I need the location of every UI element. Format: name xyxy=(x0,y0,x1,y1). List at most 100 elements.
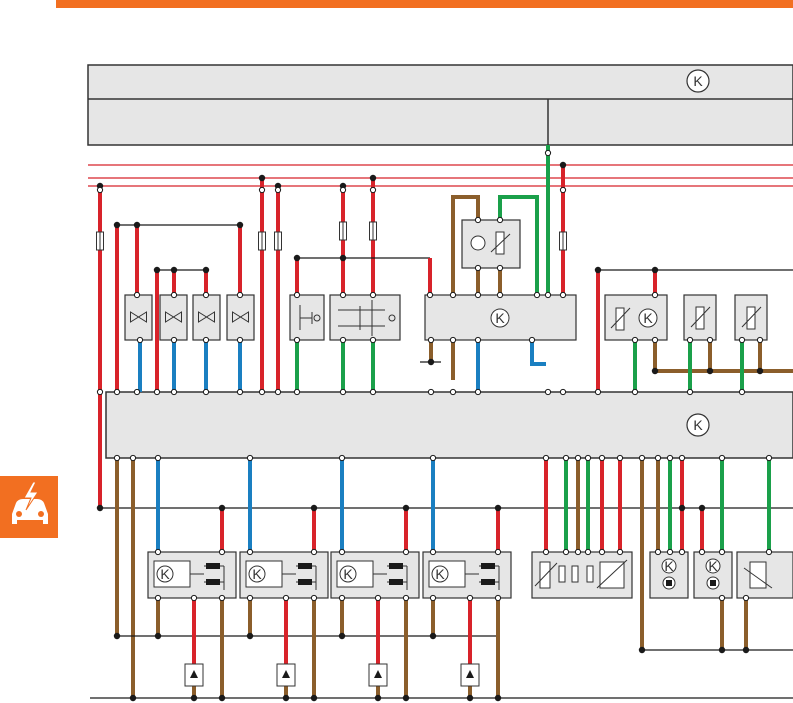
blue-wire xyxy=(530,340,546,366)
connector-pin xyxy=(429,454,437,462)
junction-dot xyxy=(133,221,141,229)
connector-pin xyxy=(544,291,552,299)
control-unit-symbol xyxy=(156,565,174,583)
relay-coil xyxy=(206,563,220,569)
control-unit-letter: K xyxy=(435,566,445,582)
switch-contact xyxy=(388,314,396,322)
switch-contact xyxy=(313,314,321,322)
connector-pin xyxy=(651,291,659,299)
control-unit-letter: K xyxy=(343,566,353,582)
connector-pin xyxy=(559,291,567,299)
control-unit-symbol xyxy=(686,413,710,437)
control-unit-letter: K xyxy=(252,566,262,582)
junction-dot xyxy=(678,504,686,512)
junction-dot xyxy=(129,694,137,702)
connector-pin xyxy=(594,388,602,396)
connector-pin xyxy=(154,454,162,462)
connector-pin xyxy=(293,336,301,344)
central-control-unit: K xyxy=(105,391,793,459)
junction-dot xyxy=(466,694,474,702)
connector-pin xyxy=(402,548,410,556)
connector-pin xyxy=(474,388,482,396)
relay-coil xyxy=(389,563,403,569)
connector-pin xyxy=(258,388,266,396)
connector-pin xyxy=(494,594,502,602)
connector-pin xyxy=(718,548,726,556)
connector-pin xyxy=(426,291,434,299)
junction-dot xyxy=(236,221,244,229)
connector-pin xyxy=(542,548,550,556)
junction-dot xyxy=(651,367,659,375)
connector-pin xyxy=(402,594,410,602)
connector-pin xyxy=(153,388,161,396)
combination-switch xyxy=(329,294,401,341)
connector-pin xyxy=(616,548,624,556)
junction-dot xyxy=(218,504,226,512)
junction-dot xyxy=(190,694,198,702)
sensor-arrow xyxy=(690,306,711,328)
junction-dot xyxy=(594,266,602,274)
connector-pin xyxy=(96,388,104,396)
sensor-arrow xyxy=(596,559,628,589)
lamp-icon xyxy=(282,670,290,678)
junction-dot xyxy=(718,646,726,654)
resistor-icon xyxy=(571,565,579,583)
connector-pin xyxy=(258,186,266,194)
connector-pin xyxy=(218,548,226,556)
connector-pin xyxy=(496,216,504,224)
connector-pin xyxy=(129,454,137,462)
junction-dot xyxy=(369,174,377,182)
potentiometer-arrow xyxy=(490,233,511,253)
junction-dot xyxy=(559,161,567,169)
connector-pin xyxy=(544,149,552,157)
connector-pin xyxy=(718,594,726,602)
connector-pin xyxy=(429,548,437,556)
junction-dot xyxy=(153,266,161,274)
junction-dot xyxy=(756,367,764,375)
connector-pin xyxy=(559,388,567,396)
motor-core xyxy=(666,580,672,586)
connector-pin xyxy=(202,336,210,344)
control-unit-letter: K xyxy=(664,558,674,574)
junction-dot xyxy=(310,504,318,512)
junction-dot xyxy=(246,632,254,640)
control-unit-letter: K xyxy=(708,558,718,574)
connector-pin xyxy=(202,388,210,396)
connector-pin xyxy=(339,186,347,194)
connector-pin xyxy=(246,454,254,462)
connector-pin xyxy=(246,548,254,556)
brown-wire xyxy=(653,340,793,373)
connector-pin xyxy=(765,548,773,556)
connector-pin xyxy=(338,454,346,462)
connector-pin xyxy=(282,594,290,602)
heater-icon xyxy=(749,561,767,589)
junction-dot xyxy=(113,632,121,640)
lamp-icon xyxy=(374,670,382,678)
connector-pin xyxy=(427,388,435,396)
supply-lines xyxy=(88,164,793,187)
switch xyxy=(289,294,325,341)
resistor-icon xyxy=(586,565,594,583)
connector-pin xyxy=(96,186,104,194)
junction-dot xyxy=(429,632,437,640)
connector-pin xyxy=(678,548,686,556)
relay-coil xyxy=(481,563,495,569)
sensor-arrow xyxy=(534,562,558,587)
resistor-icon xyxy=(558,565,566,583)
wire-group xyxy=(90,145,793,699)
connector-pin xyxy=(718,454,726,462)
connector-pin xyxy=(756,336,764,344)
motor-icon xyxy=(470,235,486,251)
junction-dot xyxy=(402,694,410,702)
connector-pin xyxy=(310,548,318,556)
connector-pin xyxy=(236,388,244,396)
connector-pin xyxy=(562,548,570,556)
connector-pin xyxy=(666,454,674,462)
control-unit-symbol xyxy=(661,558,677,574)
junction-dot xyxy=(374,694,382,702)
connector-pin xyxy=(686,388,694,396)
connector-pin xyxy=(190,594,198,602)
junction-dot xyxy=(494,694,502,702)
connector-pin xyxy=(429,594,437,602)
connector-pin xyxy=(369,186,377,194)
